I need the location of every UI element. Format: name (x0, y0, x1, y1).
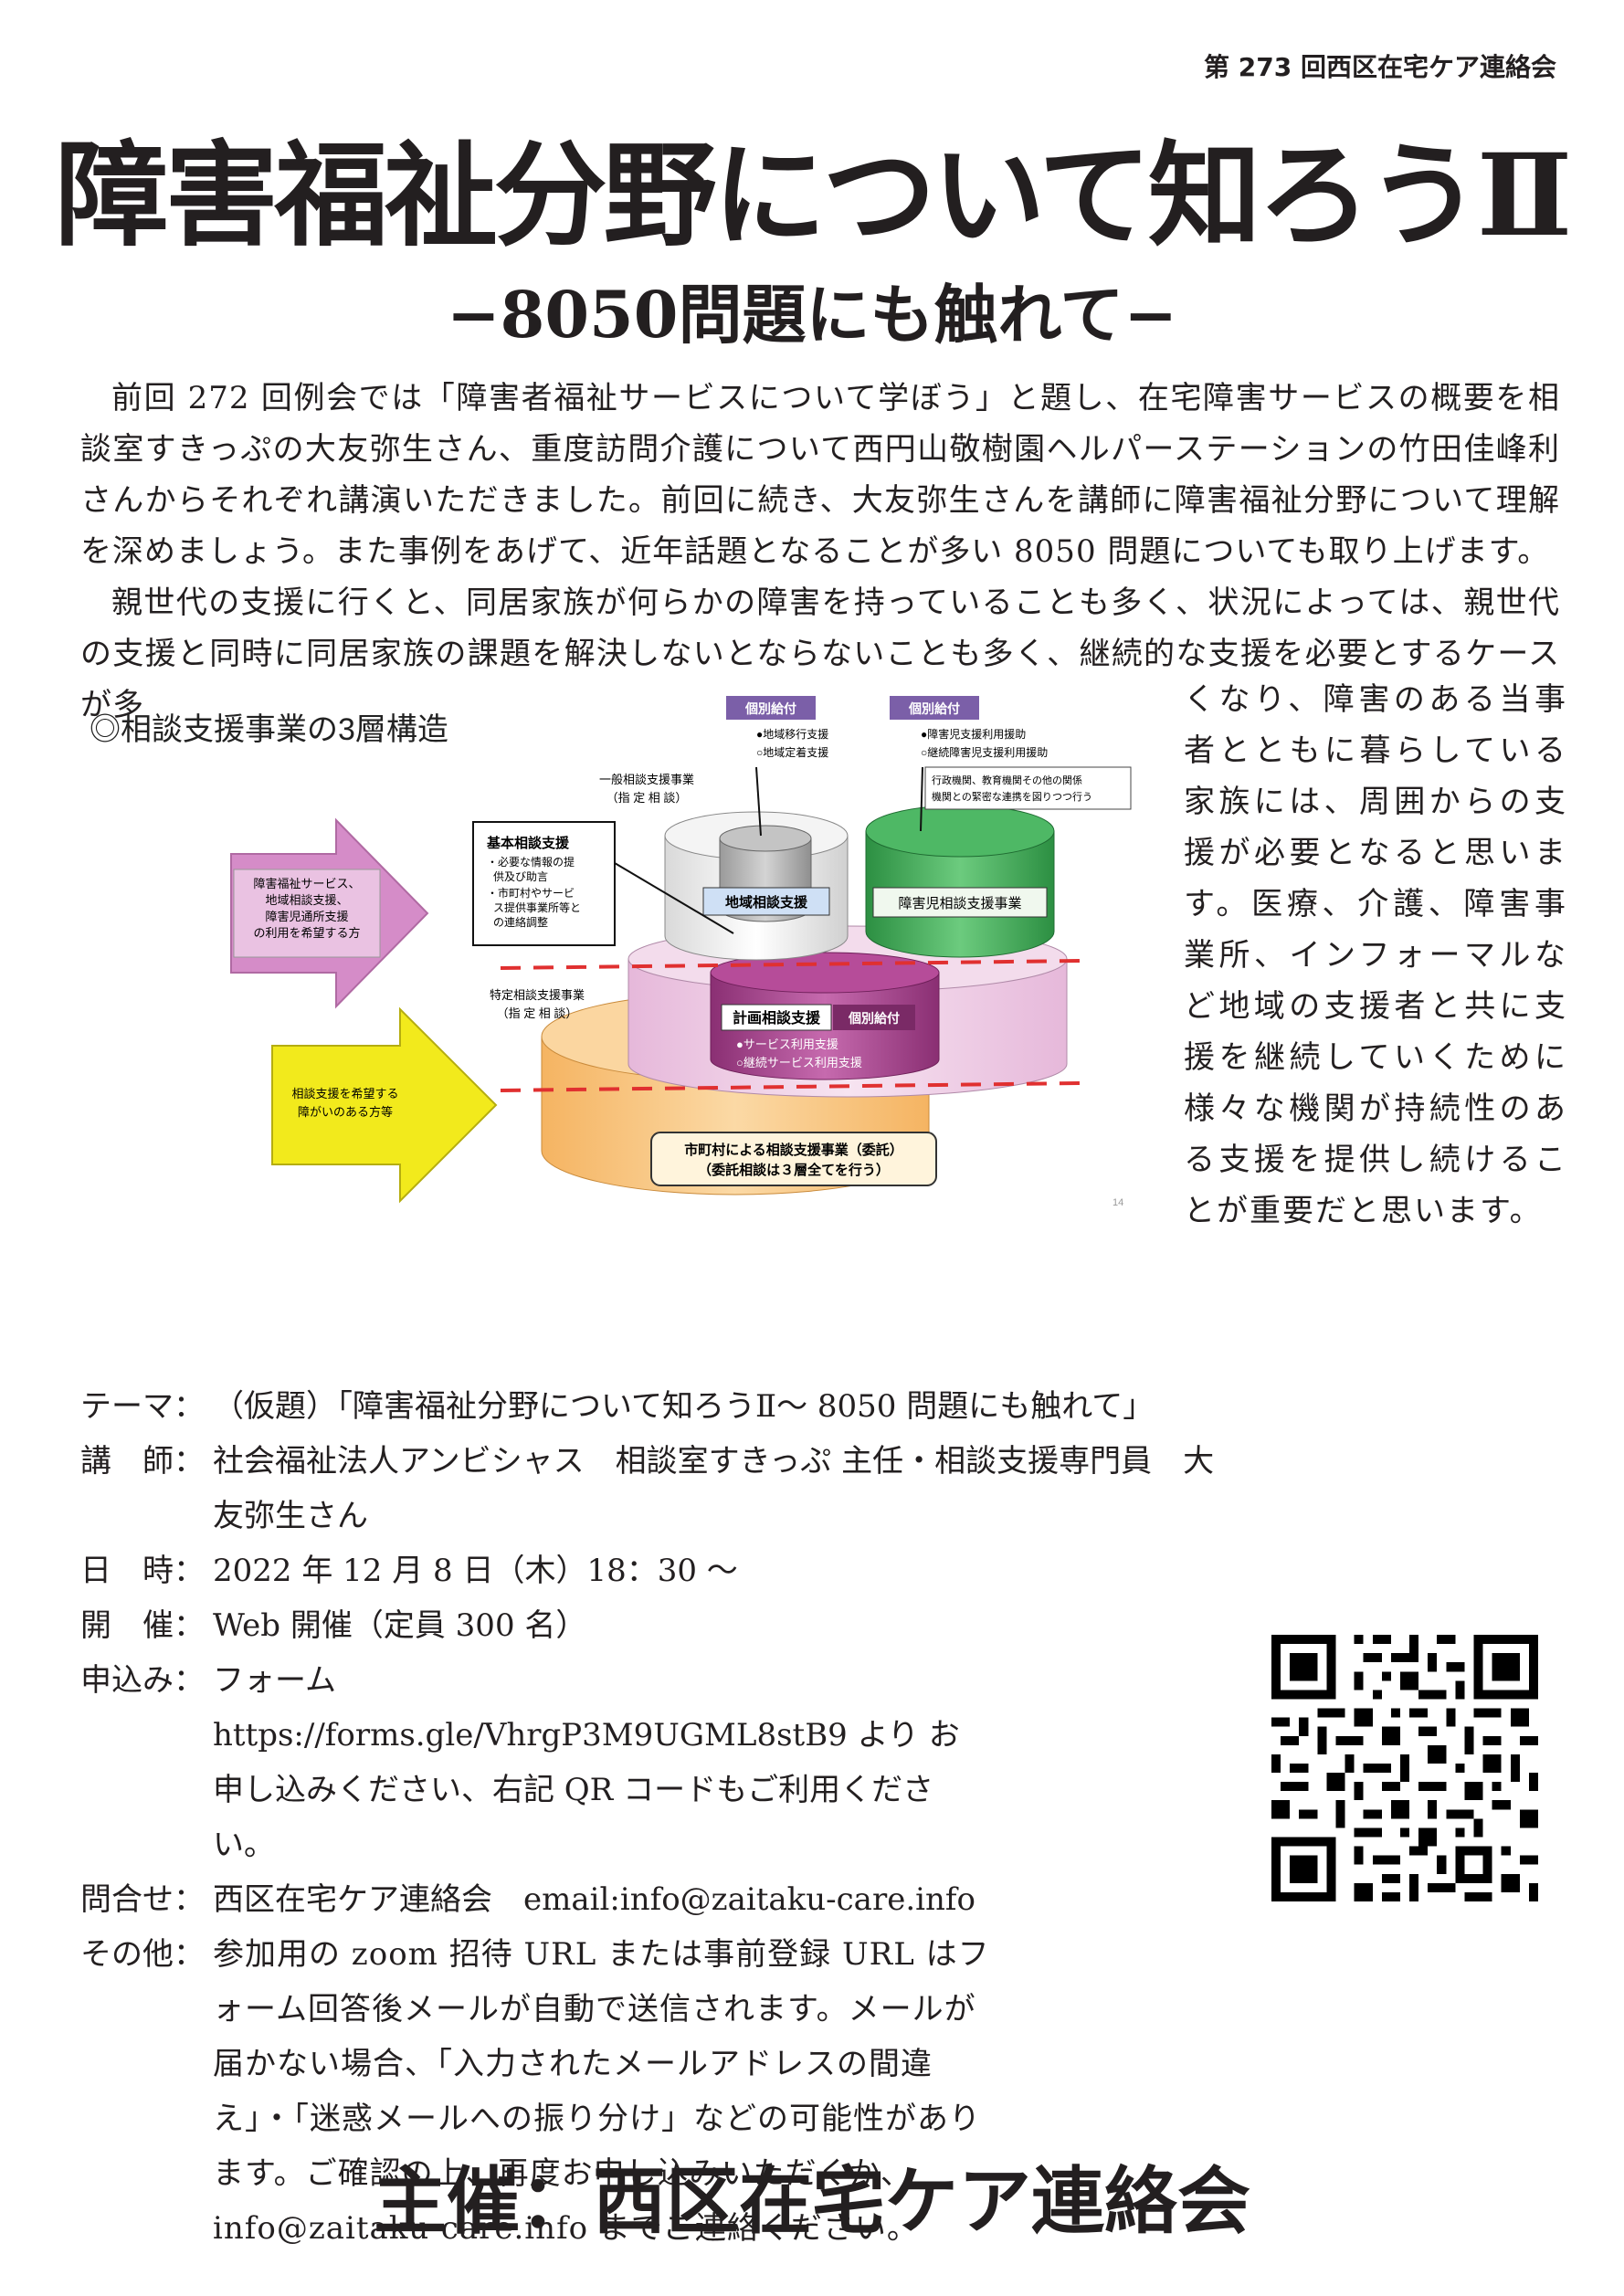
date-value: 2022 年 12 月 8 日（木）18：30 〜 (213, 1553, 738, 1589)
lecturer-key: 講 師： (80, 1443, 205, 1480)
contact-key: 問合せ： (80, 1881, 205, 1918)
basic-item-3: ・市町村やサービ (487, 886, 575, 900)
date-row: 日 時：2022 年 12 月 8 日（木）18：30 〜 (80, 1543, 1240, 1598)
admin-note-1: 行政機関、教育機関その他の関係 (932, 774, 1082, 786)
specific-label-2: （指 定 相 談） (497, 1006, 578, 1020)
diagram-heading: ◎相談支援事業の3層構造 (90, 712, 448, 747)
meeting-number: 第 273 回西区在宅ケア連絡会 (1204, 52, 1556, 82)
date-key: 日 時： (80, 1553, 205, 1589)
intro-paragraph-1: 前回 272 回例会では「障害者福祉サービスについて学ぼう」と題し、在宅障害サー… (80, 380, 1560, 570)
apply-value: フォーム https://forms.gle/VhrgP3M9UGML8stB9… (213, 1662, 960, 1863)
plan-tag: 個別給付 (848, 1011, 900, 1026)
tag2-item-2: ○継続障害児支援利用援助 (921, 745, 1048, 759)
consultation-support-diagram: ◎相談支援事業の3層構造 市町村による相談支援事業（委託） （委託相談は３層全て… (90, 696, 1132, 1208)
theme-row: テーマ：（仮題）「障害福祉分野について知ろうⅡ〜 8050 問題にも触れて」 (80, 1379, 1240, 1434)
event-info: テーマ：（仮題）「障害福祉分野について知ろうⅡ〜 8050 問題にも触れて」 講… (80, 1379, 1240, 2256)
basic-item-2: 供及び助言 (493, 870, 548, 883)
tag1-item-2: ○地域定着支援 (756, 745, 828, 759)
individual-benefit-tag-1: 個別給付 ●地域移行支援 ○地域定着支援 (726, 696, 828, 837)
basic-item-1: ・必要な情報の提 (487, 855, 575, 869)
specific-label-1: 特定相談支援事業 (490, 988, 585, 1002)
theme-value: （仮題）「障害福祉分野について知ろうⅡ〜 8050 問題にも触れて」 (213, 1388, 1155, 1425)
tag1-label: 個別給付 (744, 701, 796, 716)
arrow1-line-4: の利用を希望する方 (253, 926, 360, 940)
general-label-1: 一般相談支援事業 (599, 773, 694, 786)
tag1-item-1: ●地域移行支援 (756, 728, 828, 741)
intro-paragraph-2: 親世代の支援に行くと、同居家族が何らかの障害を持っていることも多く、状況によって… (80, 585, 1560, 723)
plan-item-1: ●サービス利用支援 (736, 1037, 838, 1051)
arrow2-line-1: 相談支援を希望する (291, 1087, 398, 1101)
basic-item-5: の連絡調整 (493, 915, 548, 929)
child-support-cylinder: 障害児相談支援事業 (865, 805, 1055, 958)
general-support-cylinder: 地域相談支援 (664, 811, 849, 961)
organizer-footer: 主催：西区在宅ケア連絡会 (374, 2158, 1250, 2244)
arrow1-line-1: 障害福祉サービス、 (253, 877, 360, 890)
child-support-label: 障害児相談支援事業 (898, 895, 1021, 911)
individual-benefit-tag-2: 個別給付 ●障害児支援利用援助 ○継続障害児支援利用援助 行政機関、教育機関その… (890, 696, 1132, 832)
tag2-label: 個別給付 (908, 701, 960, 716)
contact-value: 西区在宅ケア連絡会 email:info@zaitaku-care.info (213, 1881, 975, 1918)
arrow1-line-2: 地域相談支援、 (265, 893, 348, 907)
slide-page-number: 14 (1113, 1197, 1123, 1208)
tag2-item-1: ●障害児支援利用援助 (921, 727, 1026, 741)
lecturer-value: 社会福祉法人アンビシャス 相談室すきっぷ 主任・相談支援専門員 大友弥生さん (213, 1443, 1215, 1534)
community-support-label: 地域相談支援 (725, 894, 808, 911)
basic-title: 基本相談支援 (486, 835, 570, 851)
arrow-consultation-seekers: 相談支援を希望する 障がいのある方等 (271, 1006, 498, 1204)
venue-row: 開 催：Web 開催（定員 300 名） (80, 1598, 1240, 1653)
plan-item-2: ○継続サービス利用支援 (736, 1056, 862, 1069)
plan-support-cylinder: 計画相談支援 個別給付 ●サービス利用支援 ○継続サービス利用支援 (710, 952, 940, 1080)
other-key: その他： (80, 1936, 205, 1973)
basic-support-box: 基本相談支援 ・必要な情報の提 供及び助言 ・市町村やサービ ス提供事業所等と … (472, 821, 734, 946)
lecturer-row: 講 師：社会福祉法人アンビシャス 相談室すきっぷ 主任・相談支援専門員 大友弥生… (80, 1434, 1240, 1543)
plan-support-label: 計画相談支援 (733, 1009, 821, 1027)
contact-row: 問合せ：西区在宅ケア連絡会 email:info@zaitaku-care.in… (80, 1872, 1240, 1927)
intro-text: 前回 272 回例会では「障害者福祉サービスについて学ぼう」と題し、在宅障害サー… (80, 373, 1560, 731)
admin-note-2: 機関との緊密な連携を図りつつ行う (932, 790, 1092, 803)
general-label-2: （指 定 相 談） (606, 791, 688, 805)
municipal-label-1: 市町村による相談支援事業（委託） (684, 1142, 903, 1158)
other-value: 参加用の zoom 招待 URL または事前登録 URL はフォーム回答後メール… (213, 1936, 990, 2247)
venue-value: Web 開催（定員 300 名） (213, 1607, 587, 1644)
apply-key: 申込み： (80, 1662, 205, 1699)
qr-code-icon[interactable] (1271, 1635, 1538, 1901)
basic-item-4: ス提供事業所等と (493, 900, 581, 914)
apply-row: 申込み：フォーム https://forms.gle/VhrgP3M9UGML8… (80, 1653, 1240, 1872)
arrow-service-users: 障害福祉サービス、 地域相談支援、 障害児通所支援 の利用を希望する方 (230, 817, 429, 1009)
venue-key: 開 催： (80, 1607, 205, 1644)
arrow2-line-2: 障がいのある方等 (298, 1105, 393, 1119)
arrow1-line-3: 障害児通所支援 (265, 910, 348, 923)
intro-paragraph-2-continued: くなり、障害のある当事者とともに暮らしている家族には、周囲からの支援が必要となる… (1184, 681, 1567, 1229)
municipal-label-2: （委託相談は３層全てを行う） (698, 1162, 890, 1178)
theme-key: テーマ： (80, 1388, 205, 1425)
other-row: その他：参加用の zoom 招待 URL または事前登録 URL はフォーム回答… (80, 1927, 1240, 2256)
page-subtitle: −8050問題にも触れて− (446, 277, 1178, 353)
page-title: 障害福祉分野について知ろうⅡ (55, 130, 1573, 262)
